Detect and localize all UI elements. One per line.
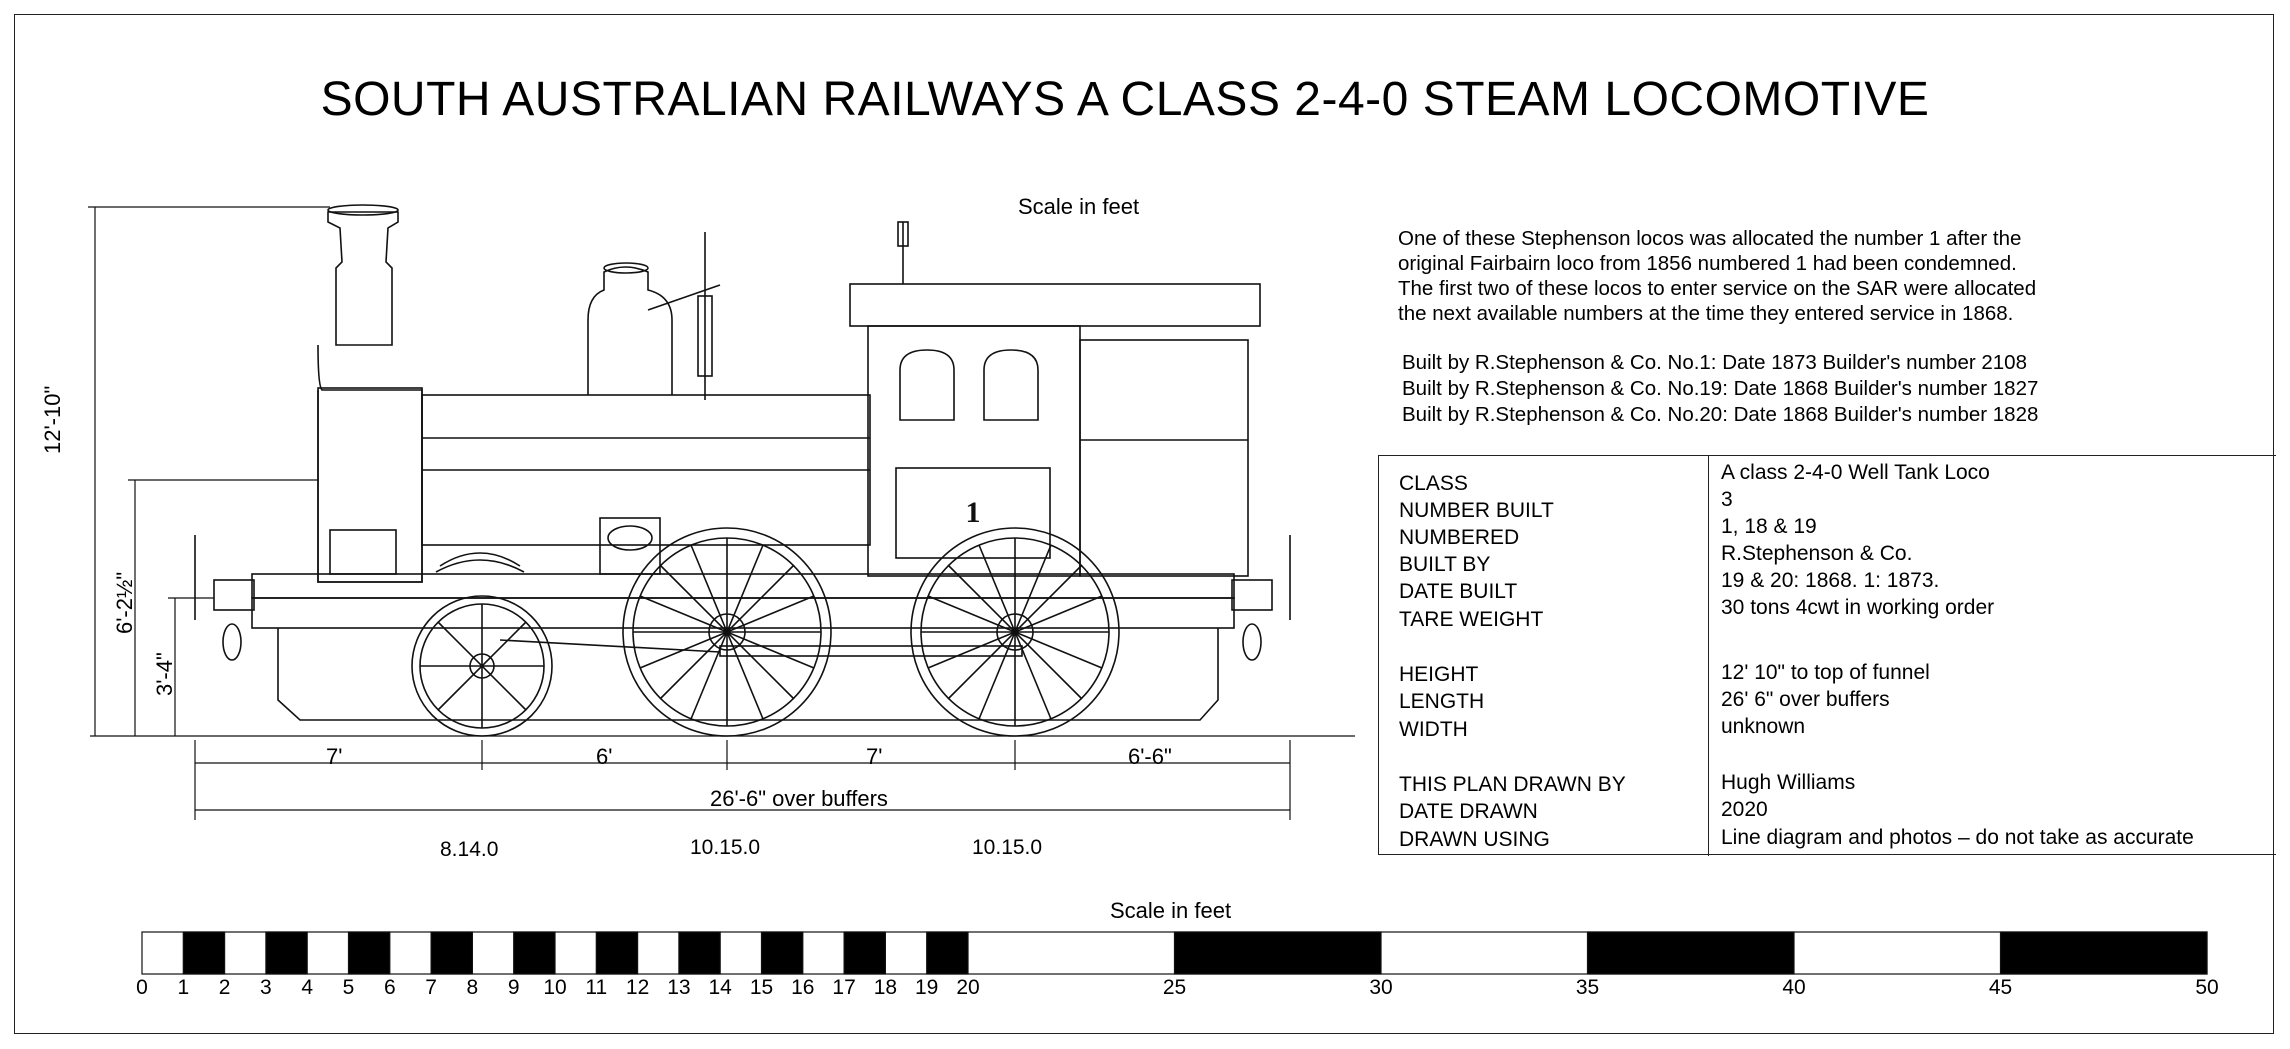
driving-wheel-front: [622, 527, 832, 737]
scale-bar-segment: [513, 931, 556, 975]
scale-tick-label: 17: [832, 976, 856, 999]
scale-tick-label: 30: [1369, 976, 1393, 999]
builder-line: Built by R.Stephenson & Co. No.20: Date …: [1402, 403, 2039, 426]
scale-label-top: Scale in feet: [1018, 194, 1140, 219]
dimension-overall: 26'-6" over buffers: [710, 786, 888, 811]
scale-tick-label: 12: [625, 976, 650, 999]
spec-label: DATE DRAWN: [1399, 800, 1538, 823]
spec-value: 19 & 20: 1868. 1: 1873.: [1721, 569, 1940, 592]
description-line: One of these Stephenson locos was alloca…: [1398, 227, 2022, 250]
description-line: The first two of these locos to enter se…: [1398, 277, 2037, 300]
wheel-label: 10.15.0: [690, 836, 761, 859]
scale-tick-label: 5: [342, 976, 355, 999]
scale-tick-label: 35: [1575, 976, 1600, 999]
spec-label: HEIGHT: [1399, 663, 1479, 686]
spec-label: BUILT BY: [1399, 553, 1491, 576]
dimension-spacing-4: 6'-6": [1128, 744, 1172, 769]
drawing-frame: [14, 14, 2274, 1034]
spec-label: TARE WEIGHT: [1399, 608, 1544, 631]
spec-value: A class 2-4-0 Well Tank Loco: [1721, 461, 1990, 484]
scale-tick-label: 0: [136, 976, 148, 999]
builder-list: Built by R.Stephenson & Co. No.1: Date 1…: [1402, 350, 2038, 428]
scale-bar-segment: [595, 931, 639, 975]
spec-label: NUMBER BUILT: [1399, 499, 1554, 522]
scale-tick-label: 8: [466, 976, 479, 999]
scale-bar-segment: [678, 931, 721, 975]
scale-bar-segment: [1999, 931, 2208, 975]
description-line: original Fairbairn loco from 1856 number…: [1398, 252, 2017, 275]
spec-value: Hugh Williams: [1721, 771, 1856, 794]
spec-table: CLASS NUMBER BUILT NUMBERED BUILT BY DAT…: [1378, 455, 2276, 856]
scale-bar-segment: [1173, 931, 1382, 975]
spec-label: DATE BUILT: [1399, 580, 1518, 603]
scale-tick-label: 7: [425, 976, 437, 999]
spec-value: 26' 6" over buffers: [1721, 688, 1890, 711]
scale-tick-label: 40: [1782, 976, 1806, 999]
scale-bar-segment: [926, 931, 969, 975]
wheel-label: 10.15.0: [972, 836, 1043, 859]
spec-table-divider: [1708, 456, 1709, 856]
spec-value: 1, 18 & 19: [1721, 515, 1817, 538]
height-dimension-lines: [88, 206, 330, 736]
description-line: the next available numbers at the time t…: [1398, 302, 2014, 325]
spec-value: 30 tons 4cwt in working order: [1721, 596, 1995, 619]
dimension-spacing-2: 6': [596, 744, 613, 769]
scale-tick-label: 4: [301, 976, 314, 999]
builder-line: Built by R.Stephenson & Co. No.19: Date …: [1402, 377, 2039, 400]
scale-tick-label: 11: [585, 976, 608, 999]
spec-label: WIDTH: [1399, 718, 1468, 741]
scale-tick-label: 20: [956, 976, 980, 999]
scale-tick-label: 25: [1162, 976, 1187, 999]
scale-tick-label: 14: [708, 976, 732, 999]
spec-label: LENGTH: [1399, 690, 1485, 713]
scale-tick-label: 50: [2195, 976, 2219, 999]
scale-label-bottom: Scale in feet: [1110, 898, 1232, 923]
scale-tick-label: 18: [873, 976, 898, 999]
scale-tick-label: 1: [177, 976, 190, 999]
spec-value: unknown: [1721, 715, 1806, 738]
drawing-title: SOUTH AUSTRALIAN RAILWAYS A CLASS 2-4-0 …: [320, 73, 1930, 126]
dimension-spacing-3: 7': [866, 744, 883, 769]
spec-value: 12' 10" to top of funnel: [1721, 661, 1930, 684]
spec-value: 3: [1721, 488, 1733, 511]
scale-bar-segment: [1586, 931, 1795, 975]
scale-tick-label: 19: [915, 976, 939, 999]
scale-tick-label: 3: [260, 976, 272, 999]
description-text: One of these Stephenson locos was alloca…: [1398, 226, 2036, 326]
spec-value: 2020: [1721, 798, 1768, 821]
spec-label: NUMBERED: [1399, 526, 1520, 549]
driving-wheel-rear: [910, 527, 1120, 737]
spec-label: CLASS: [1399, 472, 1468, 495]
length-dimension-lines: [194, 740, 1291, 820]
builder-line: Built by R.Stephenson & Co. No.1: Date 1…: [1402, 351, 2027, 374]
scale-bar-segment: [265, 931, 308, 975]
wheel-label: 8.14.0: [440, 838, 499, 861]
scale-tick-label: 10: [543, 976, 567, 999]
scale-tick-label: 13: [667, 976, 691, 999]
scale-bar-segment: [182, 931, 226, 975]
scale-bar-segment: [347, 931, 391, 975]
scale-tick-label: 6: [383, 976, 396, 999]
scale-bar-segment: [843, 931, 886, 975]
scale-tick-label: 16: [791, 976, 815, 999]
loco-number: 1: [966, 496, 981, 529]
scale-bar-segment: [760, 931, 804, 975]
dimension-spacing-1: 7': [326, 744, 343, 769]
spec-label: THIS PLAN DRAWN BY: [1399, 773, 1626, 796]
scale-tick-label: 2: [218, 976, 231, 999]
leading-wheel: [411, 595, 553, 737]
spec-label: DRAWN USING: [1399, 828, 1550, 851]
spec-value: R.Stephenson & Co.: [1721, 542, 1913, 565]
scale-tick-label: 45: [1988, 976, 2013, 999]
scale-bar-segment: [430, 931, 474, 975]
scale-tick-label: 15: [749, 976, 774, 999]
scale-tick-label: 9: [507, 976, 520, 999]
spec-value: Line diagram and photos – do not take as…: [1721, 826, 2194, 849]
spec-table-bottom-rule: [1378, 854, 2276, 855]
